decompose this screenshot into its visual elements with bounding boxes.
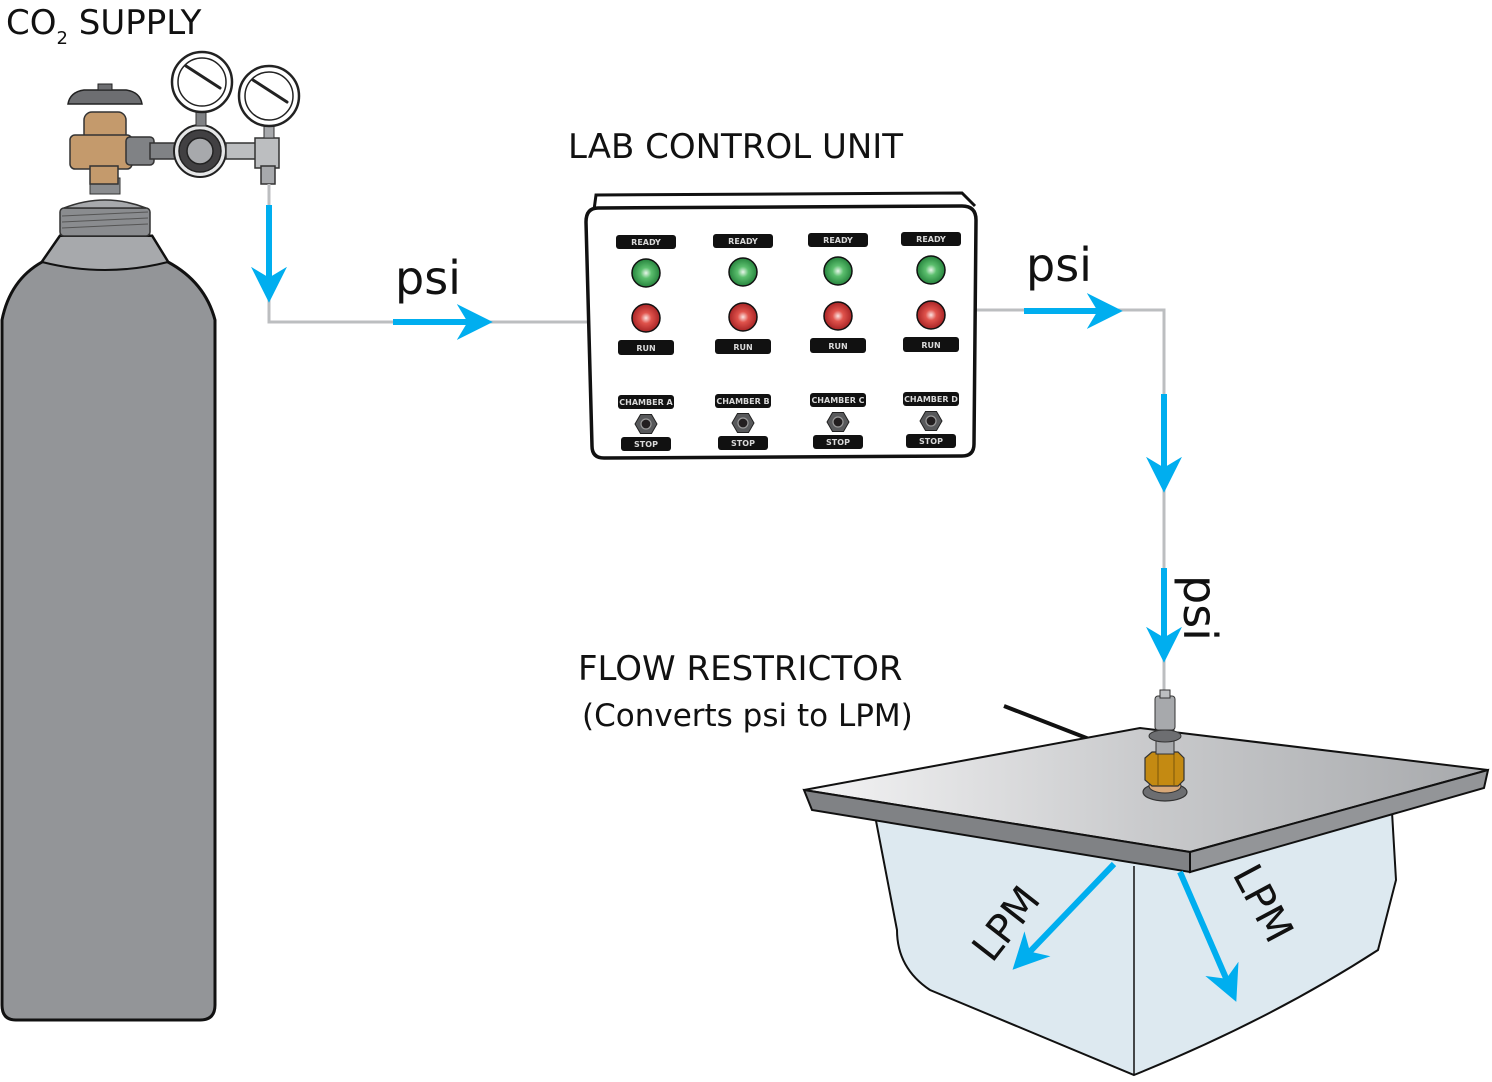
- run-tag: [903, 337, 959, 352]
- control-unit-title: LAB CONTROL UNIT: [568, 127, 903, 167]
- ready-tag: [901, 232, 961, 246]
- stop-tag: [621, 437, 671, 451]
- chamber-label: CHAMBER B: [716, 397, 769, 406]
- run-light-icon: [823, 301, 853, 331]
- lab-control-unit: [584, 191, 978, 460]
- lpm-arrow-right: [1177, 870, 1239, 1002]
- run-tag: [810, 338, 866, 353]
- chamber-tag: [810, 393, 866, 407]
- stop-tag: [813, 435, 863, 449]
- ready-light-icon: [916, 255, 946, 285]
- run-light-icon: [631, 303, 661, 333]
- co2-cylinder: [0, 199, 217, 1022]
- chamber: LPM LPM: [802, 689, 1490, 1077]
- run-tag: [618, 340, 674, 355]
- restrictor-title: FLOW RESTRICTOR: [578, 649, 902, 689]
- chamber-label: CHAMBER D: [904, 395, 958, 404]
- psi-label-1: psi: [395, 251, 461, 305]
- psi-label-2: psi: [1026, 238, 1092, 292]
- run-tag: [715, 339, 771, 354]
- ready-light-icon: [631, 258, 661, 288]
- channel-a: READY RUN CHAMBER A STOP: [616, 235, 676, 451]
- stop-button-center[interactable]: [640, 418, 652, 430]
- chamber-label: CHAMBER A: [619, 398, 673, 407]
- run-label: RUN: [921, 341, 940, 350]
- chamber-tag: [715, 394, 771, 408]
- channel-c: READY RUN CHAMBER C STOP: [808, 233, 868, 449]
- stop-label: STOP: [634, 440, 658, 449]
- stop-button-center[interactable]: [737, 417, 749, 429]
- ready-tag: [713, 234, 773, 248]
- restrictor-subtitle: (Converts psi to LPM): [582, 698, 913, 734]
- chamber-tag: [903, 392, 959, 406]
- supply-title: CO2 SUPPLY: [6, 3, 202, 49]
- low-pressure-gauge-icon: [237, 64, 301, 128]
- ready-label: READY: [728, 237, 758, 246]
- flow-restrictor: [1142, 689, 1188, 802]
- stop-button-center[interactable]: [832, 416, 844, 428]
- stop-button-center[interactable]: [925, 415, 937, 427]
- stop-label: STOP: [826, 438, 850, 447]
- stop-tag: [718, 436, 768, 450]
- ready-light-icon: [728, 257, 758, 287]
- run-label: RUN: [733, 343, 752, 352]
- run-label: RUN: [636, 344, 655, 353]
- run-light-icon: [916, 300, 946, 330]
- lpm-arrow-left: [1012, 861, 1117, 970]
- valve-handwheel-icon[interactable]: [67, 89, 143, 105]
- run-light-icon: [728, 302, 758, 332]
- chamber-label: CHAMBER C: [811, 396, 864, 405]
- ready-label: READY: [631, 238, 661, 247]
- stop-label: STOP: [731, 439, 755, 448]
- psi-label-3: psi: [1173, 575, 1227, 641]
- flow-arrows: [251, 205, 1182, 663]
- ready-label: READY: [916, 235, 946, 244]
- high-pressure-gauge-icon: [170, 50, 234, 114]
- stop-label: STOP: [919, 437, 943, 446]
- run-label: RUN: [828, 342, 847, 351]
- channel-b: READY RUN CHAMBER B STOP: [713, 234, 773, 450]
- ready-tag: [616, 235, 676, 249]
- ready-tag: [808, 233, 868, 247]
- ready-label: READY: [823, 236, 853, 245]
- control-channels: READY RUN CHAMBER A STOP READY RUN CHAMBER B ST…: [616, 232, 961, 451]
- channel-d: READY RUN CHAMBER D STOP: [901, 232, 961, 448]
- chamber-tag: [618, 395, 674, 409]
- cylinder-valve[interactable]: [67, 83, 155, 195]
- ready-light-icon: [823, 256, 853, 286]
- pressure-regulator[interactable]: [149, 50, 301, 185]
- pipe-control-to-restrictor: [976, 308, 1166, 692]
- stop-tag: [906, 434, 956, 448]
